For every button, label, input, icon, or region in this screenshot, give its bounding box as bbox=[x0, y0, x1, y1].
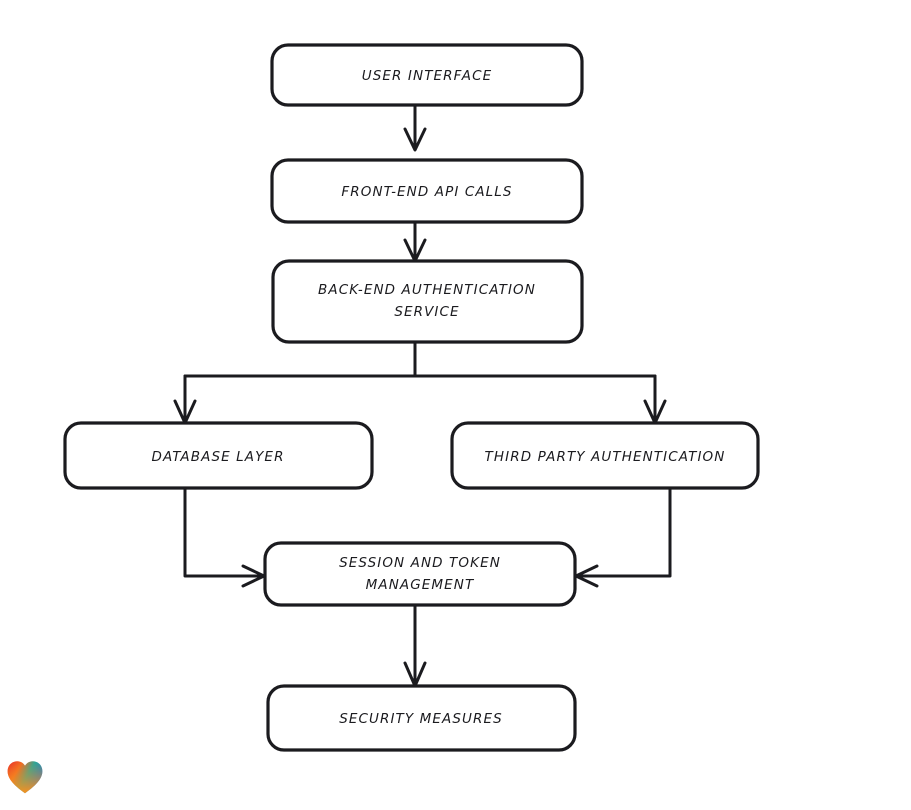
node-user-interface-label: USER INTERFACE bbox=[362, 68, 492, 84]
node-database-layer-shape[interactable] bbox=[63, 421, 374, 490]
node-user-interface[interactable]: USER INTERFACE bbox=[270, 43, 584, 107]
node-user-interface-shape[interactable] bbox=[270, 43, 584, 107]
node-front-end-api-calls-label: FRONT-END API CALLS bbox=[341, 184, 512, 200]
node-security-measures-label: SECURITY MEASURES bbox=[339, 711, 503, 727]
edge-database-layer-to-session-token-mgmt bbox=[183, 486, 266, 588]
node-security-measures[interactable]: SECURITY MEASURES bbox=[266, 684, 577, 752]
node-back-end-auth-service-label-line1: BACK-END AUTHENTICATION bbox=[318, 282, 536, 298]
edge-back-end-auth-service-branch bbox=[173, 340, 667, 425]
node-session-token-mgmt-label-line2: MANAGEMENT bbox=[366, 577, 475, 593]
node-third-party-auth-label: THIRD PARTY AUTHENTICATION bbox=[485, 449, 726, 465]
node-back-end-auth-service-label-line2: SERVICE bbox=[394, 304, 459, 320]
edge-front-end-api-calls-to-back-end-auth-service bbox=[403, 220, 427, 263]
heart-icon bbox=[7, 761, 43, 794]
node-session-token-mgmt-shape[interactable] bbox=[263, 541, 577, 607]
node-session-token-mgmt-label-line1: SESSION AND TOKEN bbox=[339, 555, 501, 571]
node-third-party-auth-shape[interactable] bbox=[450, 421, 760, 490]
node-back-end-auth-service-shape[interactable] bbox=[271, 259, 584, 344]
edge-user-interface-to-front-end-api-calls bbox=[403, 103, 427, 152]
node-database-layer-label: DATABASE LAYER bbox=[151, 449, 284, 465]
node-front-end-api-calls-shape[interactable] bbox=[270, 158, 584, 224]
node-back-end-auth-service[interactable]: BACK-END AUTHENTICATION SERVICE bbox=[271, 259, 584, 344]
node-database-layer[interactable]: DATABASE LAYER bbox=[63, 421, 374, 490]
heart-icon-warm-overlay bbox=[7, 761, 43, 794]
edge-session-token-mgmt-to-security-measures bbox=[403, 603, 427, 688]
edge-third-party-auth-to-session-token-mgmt bbox=[574, 486, 672, 588]
node-session-token-mgmt[interactable]: SESSION AND TOKEN MANAGEMENT bbox=[263, 541, 577, 607]
node-security-measures-shape[interactable] bbox=[266, 684, 577, 752]
node-front-end-api-calls[interactable]: FRONT-END API CALLS bbox=[270, 158, 584, 224]
node-third-party-auth[interactable]: THIRD PARTY AUTHENTICATION bbox=[450, 421, 760, 490]
